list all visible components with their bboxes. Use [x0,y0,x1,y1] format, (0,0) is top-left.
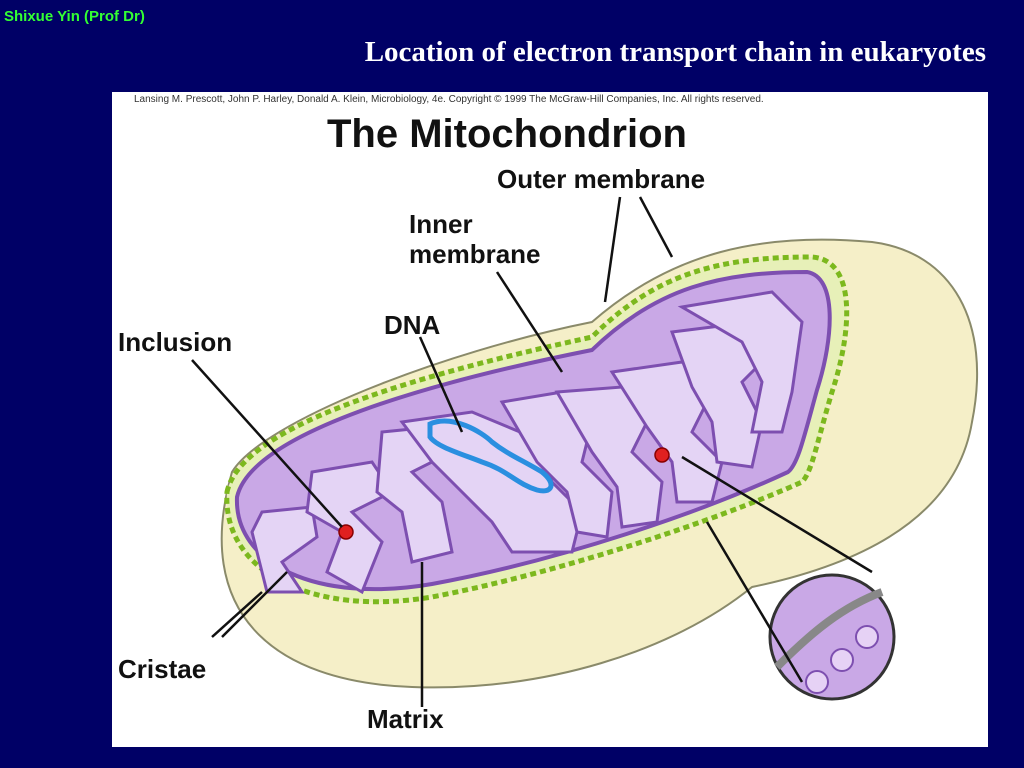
membrane-zoom-inset [768,573,896,701]
label-outer-membrane: Outer membrane [497,164,706,194]
label-cristae: Cristae [118,654,207,684]
label-inner-membrane-line2: membrane [409,239,541,269]
dna-strand [427,418,554,494]
mitochondrion-diagram [191,196,979,707]
inclusion-left [338,524,354,540]
label-inner-membrane-line1: Inner [409,209,473,239]
label-inclusion: Inclusion [118,327,233,357]
label-dna: DNA [384,310,441,340]
figure-credit: Lansing M. Prescott, John P. Harley, Don… [134,94,764,105]
slide-title: Location of electron transport chain in … [364,36,986,68]
author-name: Shixue Yin (Prof Dr) [4,8,145,25]
figure-title: The Mitochondrion [327,112,687,156]
label-matrix: Matrix [367,704,444,734]
mitochondrion-figure: Lansing M. Prescott, John P. Harley, Don… [112,92,988,747]
leader-lines [191,196,873,707]
inclusion-right [654,447,670,463]
